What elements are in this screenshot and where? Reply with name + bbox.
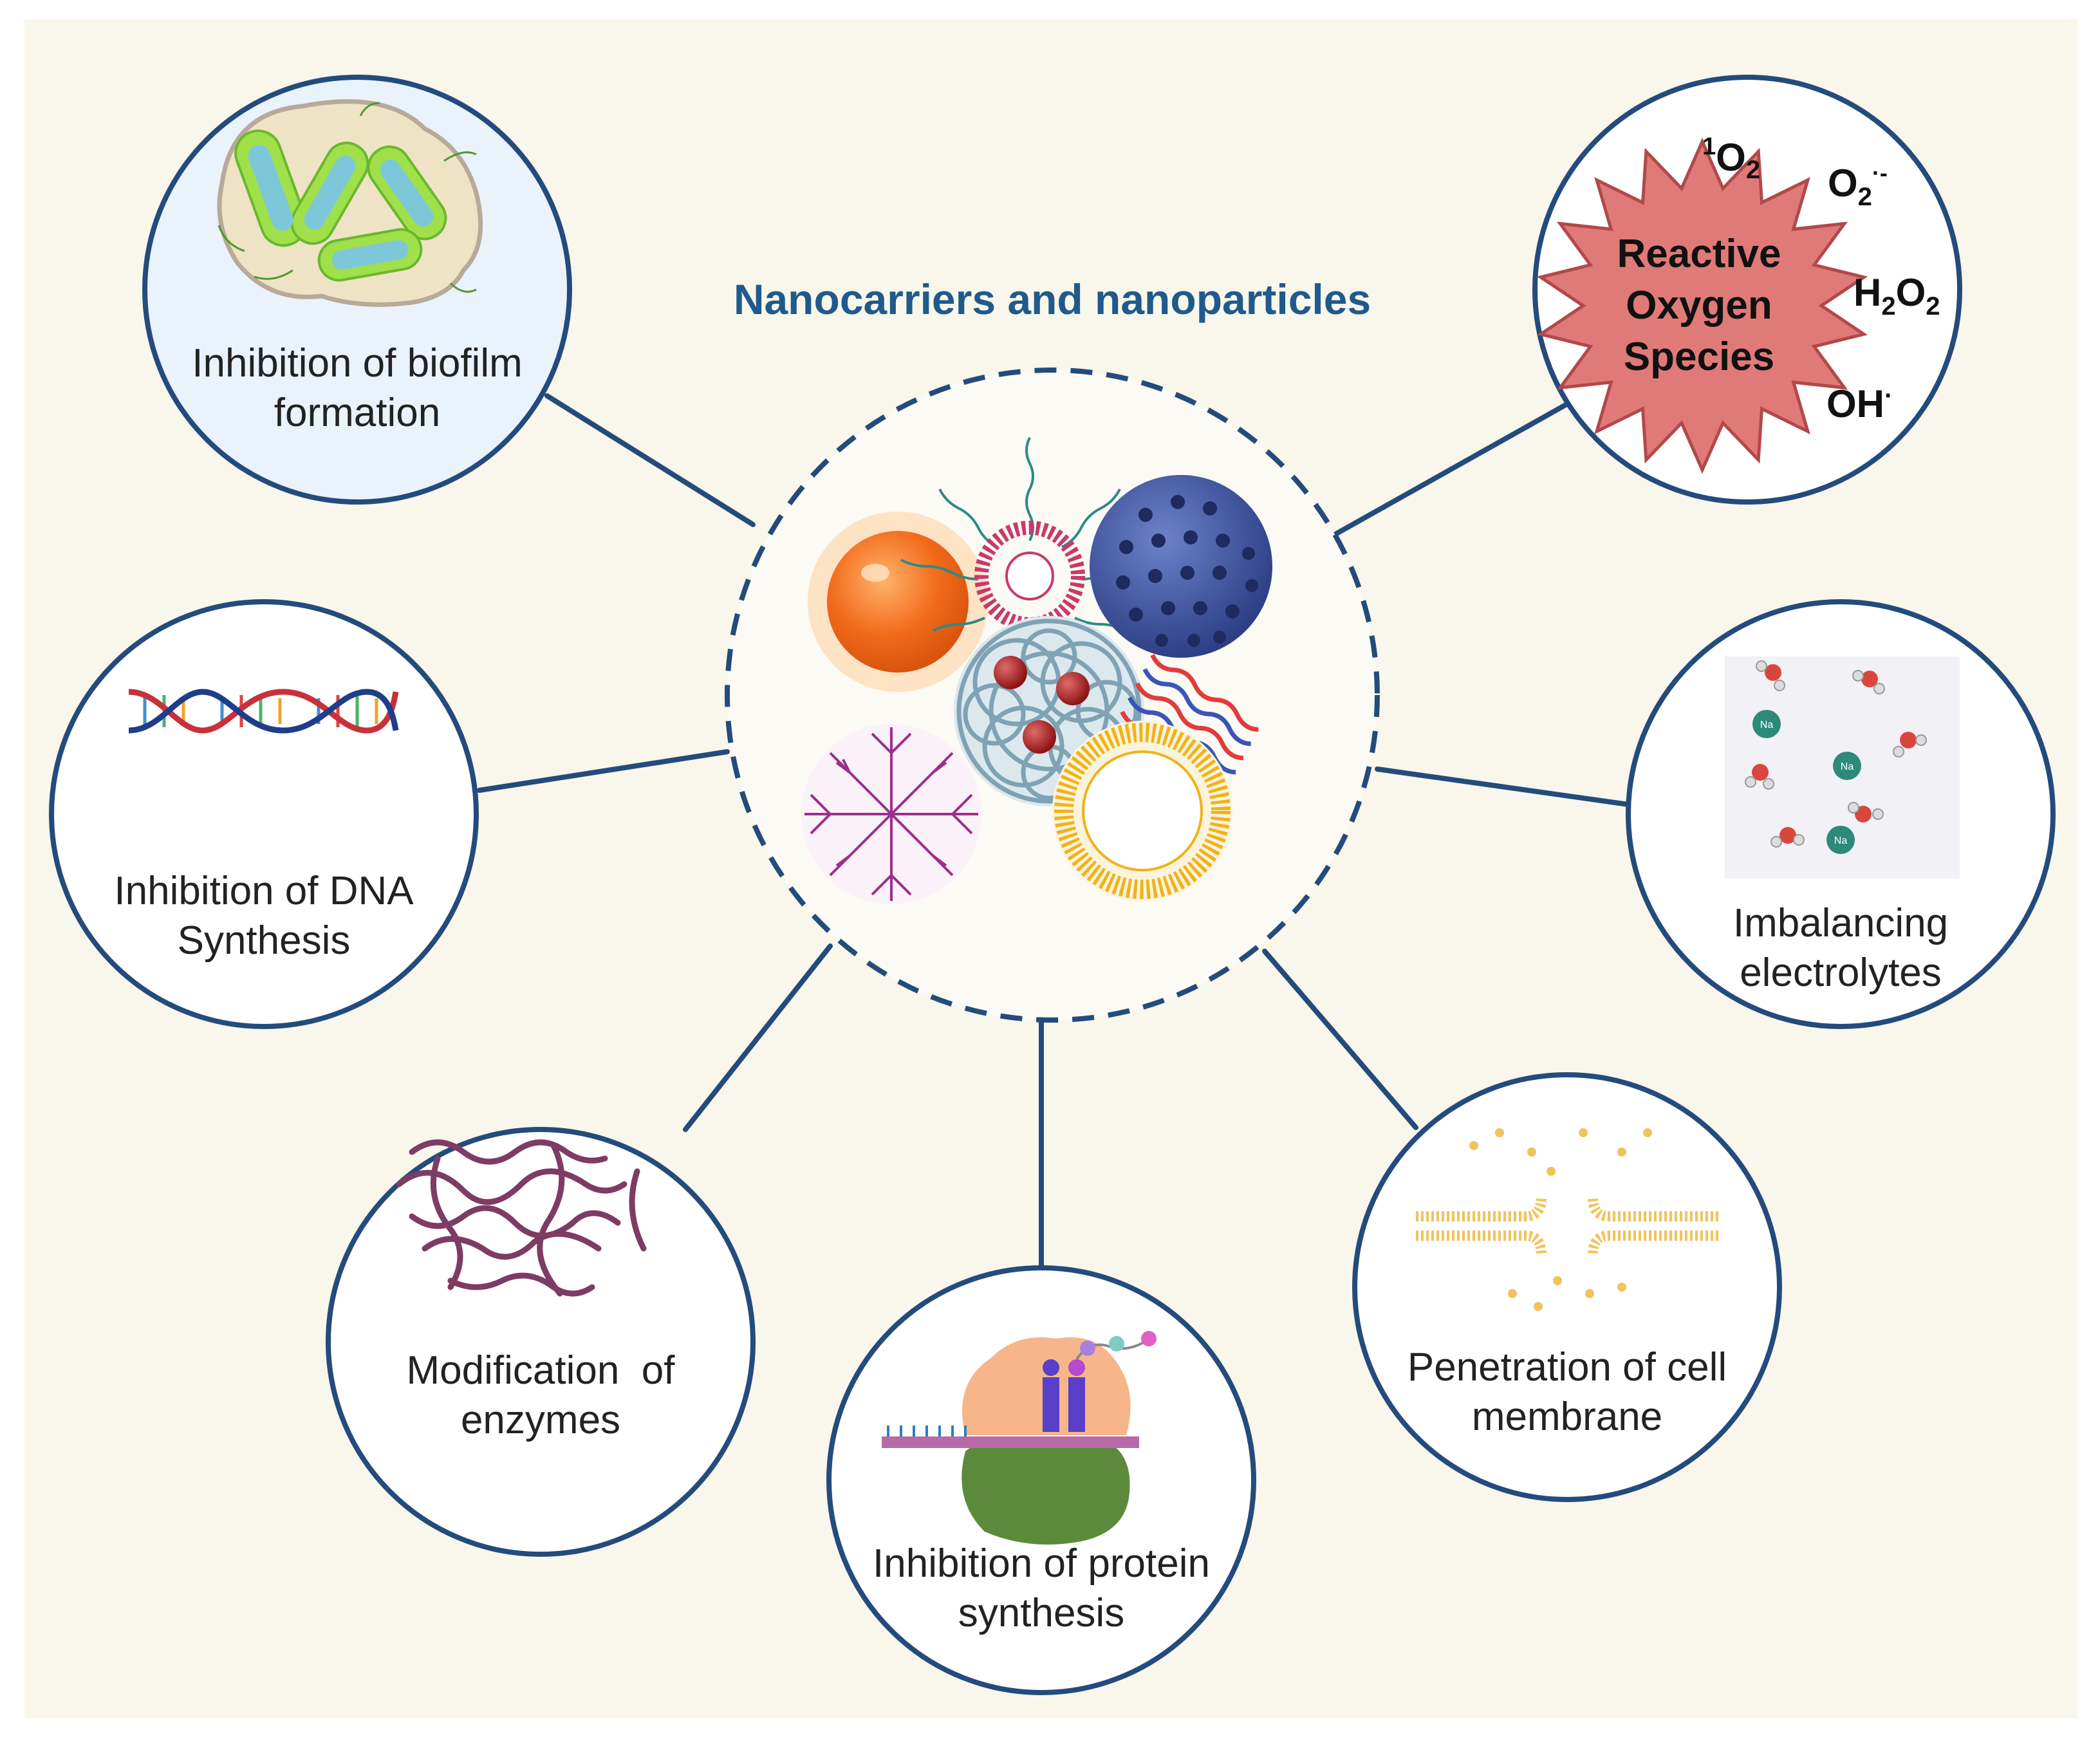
- ros-label-line1: Reactive: [1617, 232, 1781, 276]
- mechanism-label-line1: Penetration of cell: [1408, 1345, 1727, 1389]
- mechanism-enzymes: Modification of enzymes: [326, 1127, 756, 1557]
- mechanism-label-line1: Inhibition of protein: [873, 1541, 1210, 1586]
- superoxide-label: O2·-: [1828, 160, 1888, 211]
- mechanism-label-line1: Modification of: [407, 1348, 676, 1393]
- dendrimer-icon: [801, 724, 981, 904]
- mechanism-label-line2: Synthesis: [178, 918, 351, 963]
- mechanism-label-line1: Inhibition of DNA: [114, 869, 414, 913]
- ribosome-icon: [882, 1331, 1157, 1545]
- ros-label-line3: Species: [1624, 335, 1774, 379]
- bacteria-biofilm-icon: [217, 99, 483, 307]
- mechanism-ros: Reactive Oxygen Species 1O2 O2·- H2O2 OH…: [1532, 75, 1962, 505]
- mechanism-biofilm: Inhibition of biofilm formation: [142, 75, 572, 505]
- mechanism-membrane: Penetration of cell membrane: [1352, 1072, 1782, 1502]
- ion-label: Na: [1760, 720, 1774, 730]
- connector-electrolytes: [1375, 766, 1631, 807]
- hydroxyl-label: OH·: [1826, 382, 1893, 425]
- mechanism-label-line2: membrane: [1472, 1395, 1662, 1439]
- singlet-oxygen-label: 1O2: [1702, 133, 1760, 184]
- mechanism-electrolytes: Na Na Na Imbalancing electrolytes: [1626, 599, 2056, 1029]
- connector-membrane: [1262, 949, 1418, 1130]
- electrolyte-ions-icon: Na Na Na: [1745, 660, 1927, 854]
- cell-membrane-icon: [1416, 1128, 1718, 1311]
- hydrogen-peroxide-label: H2O2: [1854, 271, 1940, 320]
- ion-label: Na: [1834, 835, 1848, 846]
- diagram-title: Nanocarriers and nanoparticles: [734, 275, 1371, 323]
- dna-helix-icon: [128, 689, 399, 734]
- enzyme-protein-icon: [396, 1139, 647, 1297]
- porous-nanoparticle-icon: [1090, 475, 1272, 658]
- ros-starburst-icon: [1536, 137, 1868, 474]
- mechanism-label-line2: formation: [274, 391, 440, 435]
- water-molecules: [1745, 660, 1927, 848]
- mechanism-protein: Inhibition of protein synthesis: [826, 1265, 1256, 1695]
- ros-label-line2: Oxygen: [1626, 283, 1772, 328]
- solid-nanoparticle-icon: [808, 512, 988, 692]
- mechanism-dna: Inhibition of DNA Synthesis: [49, 599, 479, 1029]
- connector-lines: [477, 393, 1631, 1272]
- mechanism-label-line1: Imbalancing: [1733, 901, 1948, 945]
- connector-ros: [1333, 400, 1573, 537]
- mechanism-circle: [326, 1127, 756, 1557]
- mechanism-label-line2: enzymes: [461, 1398, 620, 1442]
- mechanism-label-line1: Inhibition of biofilm: [192, 341, 523, 385]
- mechanism-label-line2: electrolytes: [1740, 951, 1942, 995]
- connector-biofilm: [544, 393, 756, 527]
- nanoparticles-cluster: [801, 437, 1272, 904]
- connector-dna: [477, 749, 730, 793]
- ion-label: Na: [1841, 761, 1854, 772]
- mechanism-label-line2: synthesis: [958, 1591, 1124, 1635]
- mechanism-circle: [49, 599, 479, 1029]
- connector-enzymes: [683, 943, 833, 1132]
- mechanism-circle: [1352, 1072, 1782, 1502]
- liposome-icon: [1052, 721, 1232, 901]
